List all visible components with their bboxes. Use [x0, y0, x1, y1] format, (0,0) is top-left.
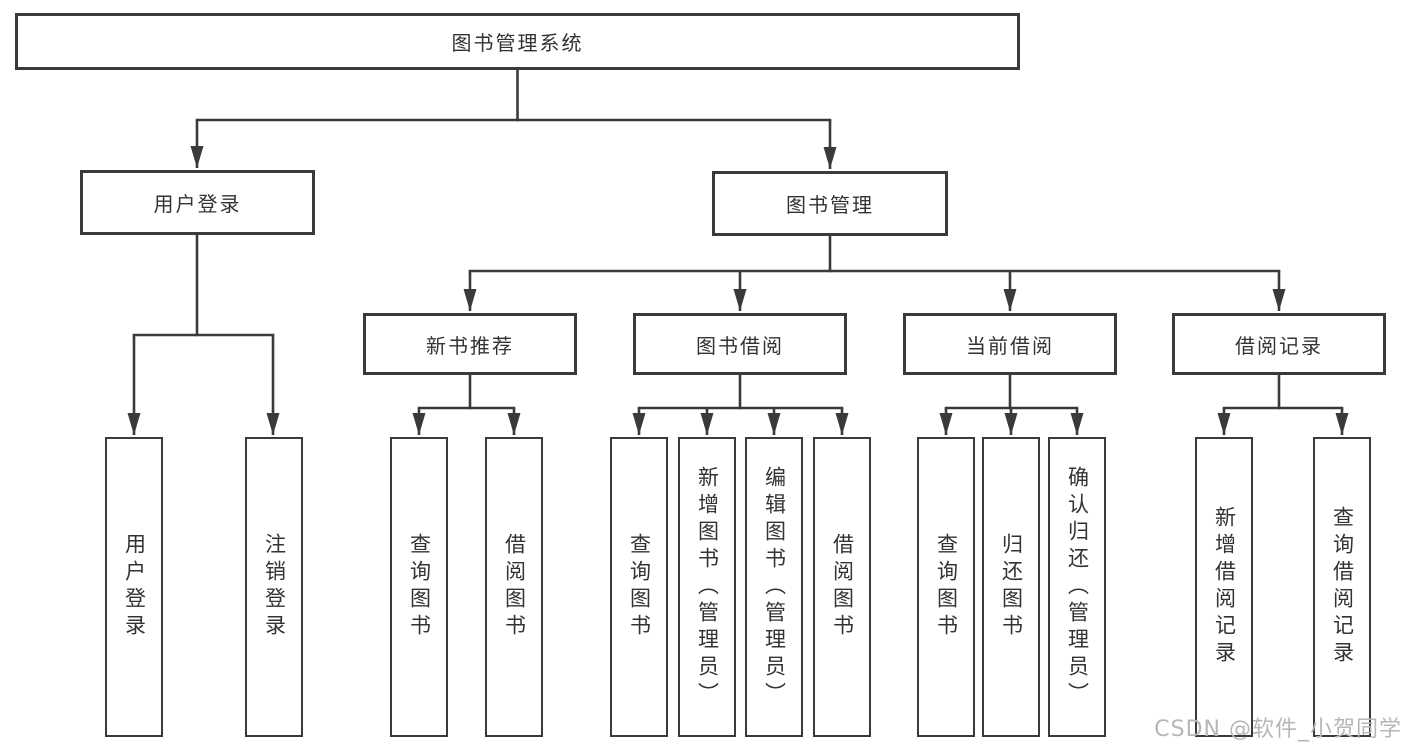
leaf-query-books-current: 查询图书 [917, 437, 975, 737]
node-new-book-recommend: 新书推荐 [363, 313, 577, 375]
leaf-label: 借阅图书 [502, 533, 527, 641]
node-root-system: 图书管理系统 [15, 13, 1020, 70]
node-book-management-branch: 图书管理 [712, 171, 948, 236]
leaf-borrow-books: 借阅图书 [813, 437, 871, 737]
leaf-label: 注销登录 [262, 533, 287, 641]
leaf-query-books-borrowing: 查询图书 [610, 437, 668, 737]
node-book-borrowing: 图书借阅 [633, 313, 847, 375]
leaf-edit-books-admin: 编辑图书（管理员） [745, 437, 803, 737]
leaf-logout: 注销登录 [245, 437, 303, 737]
leaf-label: 新增图书（管理员） [695, 465, 720, 709]
node-user-login-branch: 用户登录 [80, 170, 315, 235]
leaf-label: 编辑图书（管理员） [762, 465, 787, 709]
leaf-label: 借阅图书 [830, 533, 855, 641]
leaf-label: 查询图书 [407, 533, 432, 641]
leaf-label: 新增借阅记录 [1212, 506, 1237, 668]
leaf-query-books-recommend: 查询图书 [390, 437, 448, 737]
csdn-watermark: CSDN @软件_小贺同学 [1154, 717, 1402, 742]
leaf-label: 查询图书 [627, 533, 652, 641]
leaf-confirm-return-admin: 确认归还（管理员） [1048, 437, 1106, 737]
leaf-label: 确认归还（管理员） [1065, 465, 1090, 709]
leaf-label: 用户登录 [122, 533, 147, 641]
leaf-query-borrow-record: 查询借阅记录 [1313, 437, 1371, 737]
leaf-label: 归还图书 [999, 533, 1024, 641]
node-borrow-records: 借阅记录 [1172, 313, 1386, 375]
leaf-add-borrow-record: 新增借阅记录 [1195, 437, 1253, 737]
leaf-label: 查询借阅记录 [1330, 506, 1355, 668]
node-current-borrowing: 当前借阅 [903, 313, 1117, 375]
leaf-label: 查询图书 [934, 533, 959, 641]
leaf-user-login: 用户登录 [105, 437, 163, 737]
leaf-add-books-admin: 新增图书（管理员） [678, 437, 736, 737]
leaf-return-books: 归还图书 [982, 437, 1040, 737]
leaf-borrow-books-recommend: 借阅图书 [485, 437, 543, 737]
